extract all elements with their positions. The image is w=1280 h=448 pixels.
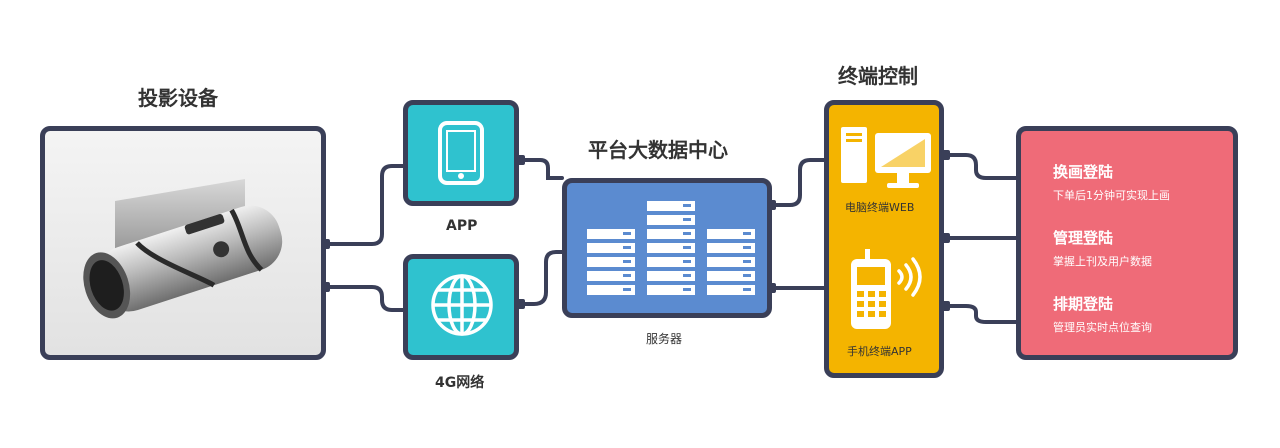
app-label: APP: [446, 218, 478, 234]
projector-panel: [40, 126, 326, 360]
network-label: 4G网络: [435, 375, 485, 391]
server-rack-icon: [587, 201, 755, 295]
app-panel: [403, 100, 519, 206]
network-panel: [403, 254, 519, 360]
terminal-web-label: 电脑终端WEB: [845, 201, 915, 214]
terminal-title: 终端控制: [838, 64, 918, 88]
functions-panel: 换画登陆 下单后1分钟可实现上画 管理登陆 掌握上刊及用户数据 排期登陆 管理员…: [1016, 126, 1238, 360]
function-desc: 管理员实时点位查询: [1053, 321, 1152, 334]
function-desc: 掌握上刊及用户数据: [1053, 255, 1152, 268]
server-label: 服务器: [646, 332, 683, 346]
projector-title: 投影设备: [138, 86, 218, 110]
function-title: 管理登陆: [1053, 229, 1114, 247]
function-title: 换画登陆: [1053, 163, 1114, 181]
server-title: 平台大数据中心: [588, 138, 728, 162]
globe-icon: [431, 274, 493, 336]
function-desc: 下单后1分钟可实现上画: [1053, 189, 1170, 202]
projector-image: [83, 179, 283, 319]
terminal-app-label: 手机终端APP: [847, 345, 912, 358]
mobile-phone-icon: [851, 249, 922, 329]
terminal-panel: 电脑终端WEB 手机终端APP: [824, 100, 944, 378]
desktop-computer-icon: [841, 127, 931, 188]
function-title: 排期登陆: [1053, 295, 1114, 313]
tablet-icon: [438, 121, 484, 185]
server-panel: [562, 178, 772, 318]
